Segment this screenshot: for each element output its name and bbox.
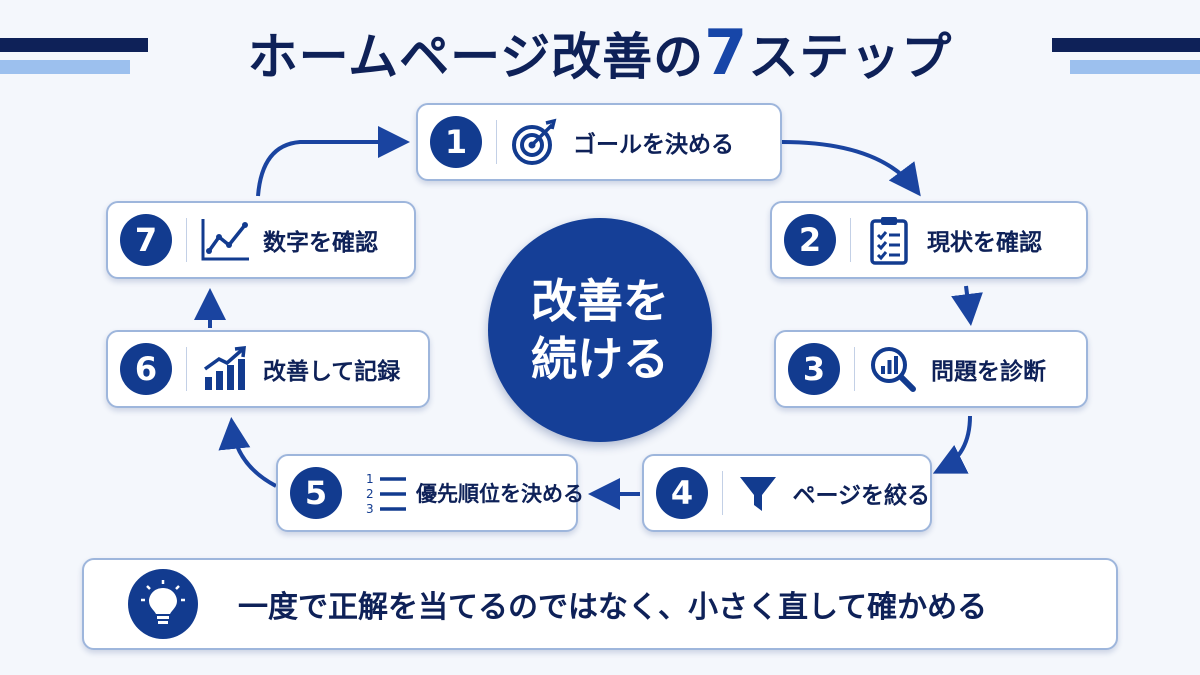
funnel-icon <box>733 468 783 518</box>
step-card-3: 3 問題を診断 <box>774 330 1088 408</box>
lightbulb-icon <box>128 569 198 639</box>
title-tail: ステップ <box>748 28 953 86</box>
step-number-badge: 6 <box>120 343 172 395</box>
title-main: ホームページ改善の <box>247 28 705 86</box>
svg-text:2: 2 <box>366 487 374 501</box>
arrow-7-to-1 <box>256 126 410 197</box>
magnifier-chart-icon <box>865 344 921 394</box>
title-number: 7 <box>704 16 749 89</box>
step-card-1: 1 ゴールを決める <box>416 103 782 181</box>
step-number-badge: 1 <box>430 116 482 168</box>
growth-chart-icon <box>197 344 253 394</box>
step-label: 数字を確認 <box>263 230 378 256</box>
divider <box>722 471 723 515</box>
clipboard-checklist-icon <box>861 215 917 265</box>
step-label: 現状を確認 <box>927 230 1042 256</box>
center-hub: 改善を 続ける <box>488 218 712 442</box>
divider <box>850 218 851 262</box>
step-label: ゴールを決める <box>573 132 734 158</box>
step-number-badge: 2 <box>784 214 836 266</box>
step-card-7: 7 数字を確認 <box>106 201 416 279</box>
divider <box>186 218 187 262</box>
arrow-2-to-3 <box>951 285 983 326</box>
arrow-3-to-4 <box>932 415 972 474</box>
step-label: 改善して記録 <box>263 359 401 385</box>
step-number-badge: 5 <box>290 467 342 519</box>
hub-line-1: 改善を <box>531 274 669 328</box>
arrow-5-to-6 <box>218 417 277 488</box>
step-card-4: 4 ページを絞る <box>642 454 932 532</box>
step-card-6: 6 改善して記録 <box>106 330 430 408</box>
right-stripe-light <box>1070 60 1200 74</box>
numbered-list-icon: 1 2 3 <box>364 468 408 518</box>
left-stripe-light <box>0 60 130 74</box>
line-chart-icon <box>197 215 253 265</box>
step-label: 優先順位を決める <box>416 482 584 506</box>
page-title: ホームページ改善の7ステップ <box>150 18 1050 88</box>
step-number-badge: 4 <box>656 467 708 519</box>
divider <box>496 120 497 164</box>
svg-text:3: 3 <box>366 502 374 516</box>
divider <box>854 347 855 391</box>
tip-banner: 一度で正解を当てるのではなく、小さく直して確かめる <box>82 558 1118 650</box>
step-card-5: 5 1 2 3 優先順位を決める <box>276 454 584 532</box>
hub-line-2: 続ける <box>531 332 669 386</box>
tip-text: 一度で正解を当てるのではなく、小さく直して確かめる <box>238 590 988 625</box>
step-label: ページを絞る <box>792 483 930 509</box>
right-stripe-dark <box>1052 38 1200 52</box>
step-number-badge: 7 <box>120 214 172 266</box>
step-card-2: 2 現状を確認 <box>770 201 1088 279</box>
arrow-1-to-2 <box>781 140 921 197</box>
step-number-badge: 3 <box>788 343 840 395</box>
target-icon <box>507 117 563 167</box>
divider <box>186 347 187 391</box>
step-label: 問題を診断 <box>931 359 1046 385</box>
svg-text:1: 1 <box>366 472 374 486</box>
left-stripe-dark <box>0 38 148 52</box>
